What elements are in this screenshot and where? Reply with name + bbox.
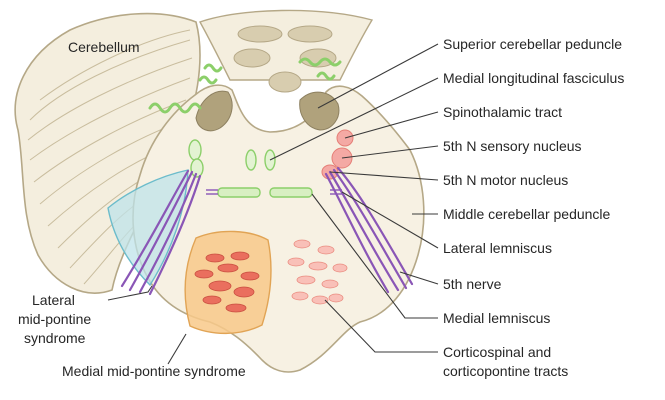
leader-lines <box>107 43 439 365</box>
label-lateral-lemniscus: Lateral lemniscus <box>443 240 552 256</box>
label-corticospinal-line1: Corticospinal and <box>443 344 551 360</box>
fifth-nerve-fibers <box>120 166 414 296</box>
label-motor-nucleus: 5th N motor nucleus <box>443 172 568 188</box>
label-spinothalamic-tract: Spinothalamic tract <box>443 104 562 120</box>
label-medial-syndrome: Medial mid-pontine syndrome <box>62 363 246 379</box>
corticospinal-right <box>287 239 348 305</box>
label-lateral-syndrome-line1: Lateral <box>32 292 75 308</box>
medial-lemniscus-bars <box>217 187 313 198</box>
label-medial-longitudinal-fasciculus: Medial longitudinal fasciculus <box>443 70 624 86</box>
label-medial-lemniscus: Medial lemniscus <box>443 310 550 326</box>
label-superior-cerebellar-peduncle: Superior cerebellar peduncle <box>443 36 622 52</box>
corticospinal-left <box>194 251 260 313</box>
lateral-lesion <box>107 169 189 287</box>
superior-peduncles <box>195 90 340 132</box>
label-corticospinal-line2: corticopontine tracts <box>443 363 568 379</box>
label-fifth-nerve: 5th nerve <box>443 276 502 292</box>
green-tracts <box>148 57 342 114</box>
label-lateral-syndrome-line2: mid-pontine <box>18 311 91 327</box>
tectum-shape <box>198 9 374 93</box>
label-lateral-syndrome-line3: syndrome <box>24 330 86 346</box>
label-middle-cerebellar-peduncle: Middle cerebellar peduncle <box>443 206 611 222</box>
label-cerebellum: Cerebellum <box>68 39 140 55</box>
spinothalamic-ovals <box>188 139 204 178</box>
label-sensory-nucleus: 5th N sensory nucleus <box>443 138 582 154</box>
